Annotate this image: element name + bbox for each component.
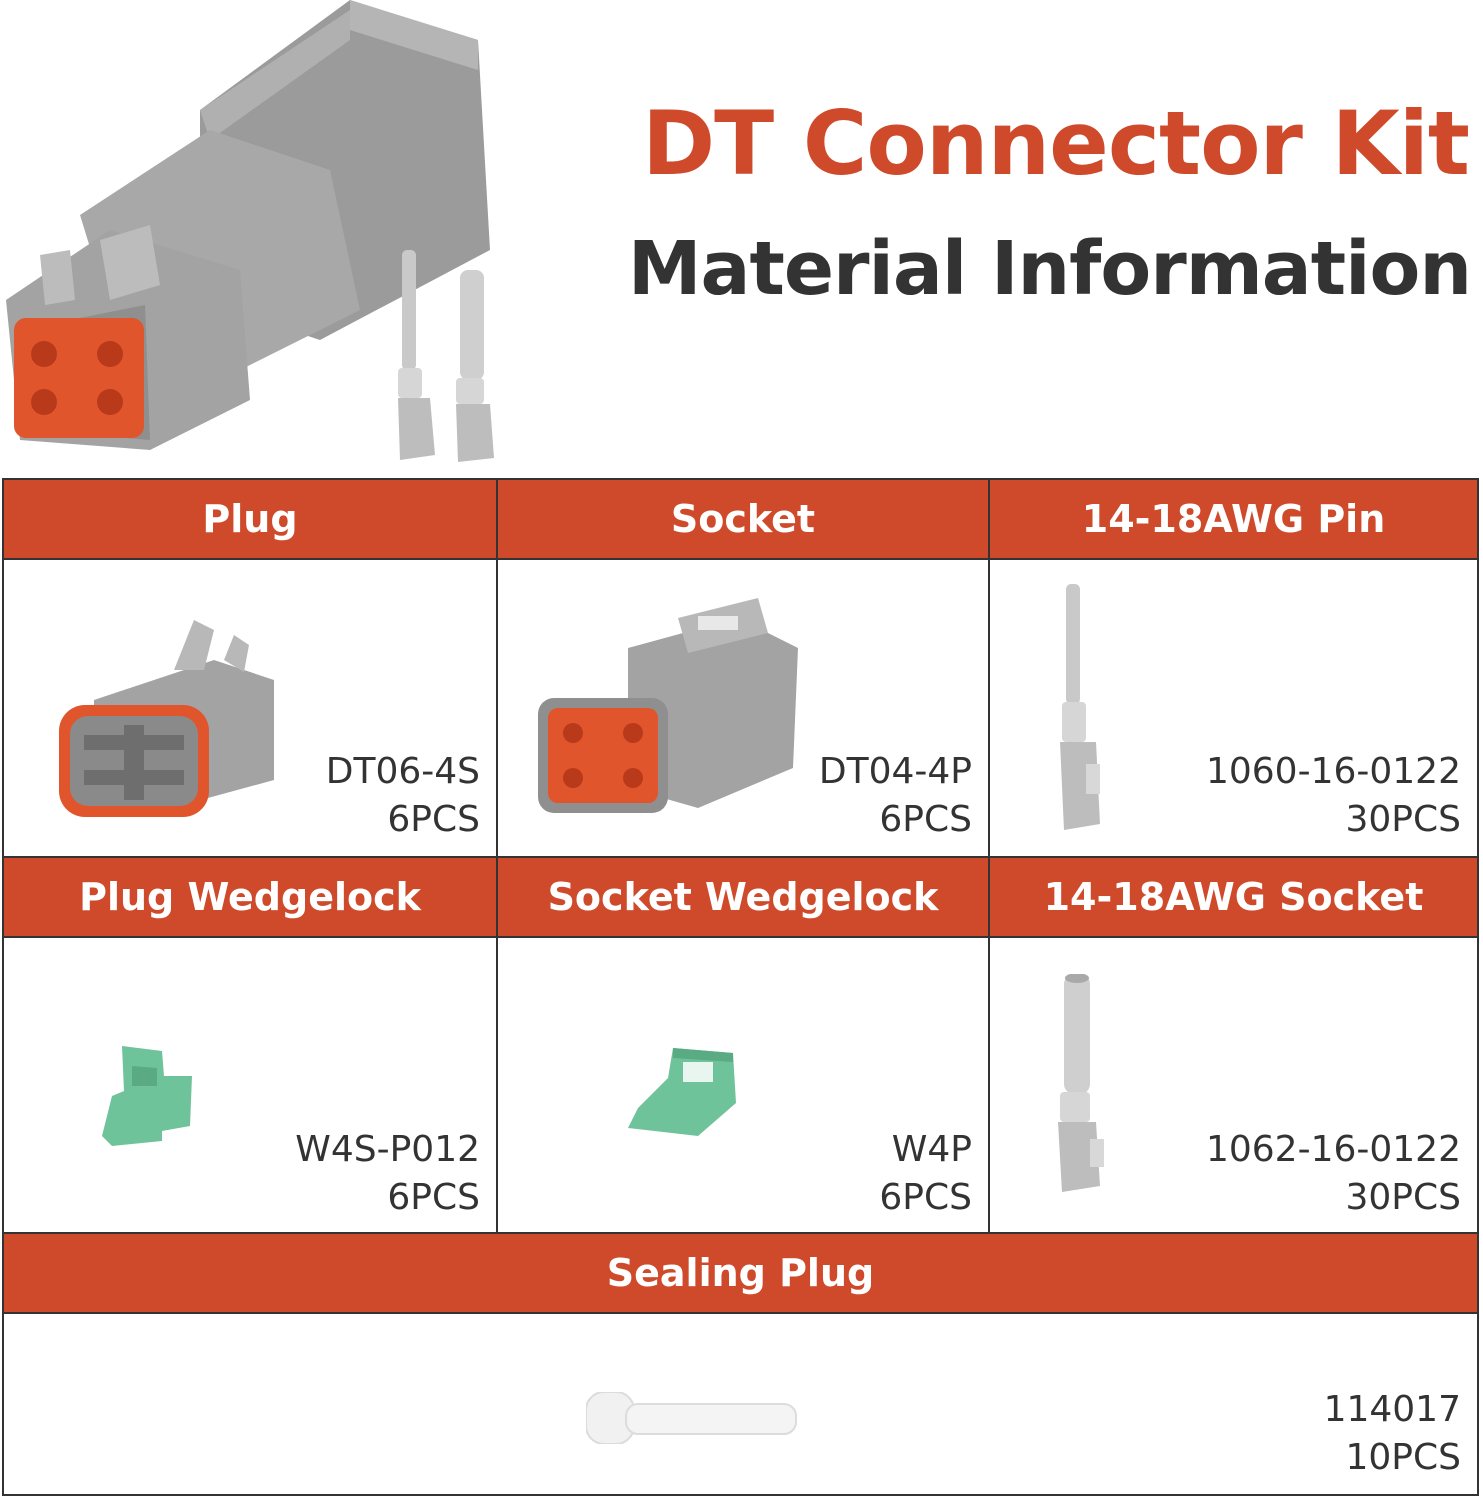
item-part-number: 1060-16-0122 (1205, 751, 1461, 792)
item-title: Plug Wedgelock (4, 858, 496, 936)
item-title: Socket Wedgelock (498, 858, 988, 936)
socket-terminal-icon (1058, 974, 1104, 1192)
table-row: Sealing Plug 114017 10PCS (4, 1232, 1477, 1496)
item-cell-socket-wedgelock: Socket Wedgelock W4P 6PCS (496, 858, 988, 1236)
item-cell-plug-wedgelock: Plug Wedgelock W4S-P012 6PCS (4, 858, 496, 1236)
pin-terminal-icon (398, 250, 435, 460)
item-title: 14-18AWG Socket (990, 858, 1477, 936)
item-title: 14-18AWG Pin (990, 480, 1477, 558)
item-quantity: 10PCS (1345, 1437, 1461, 1478)
item-quantity: 6PCS (387, 1177, 480, 1218)
socket-terminal-icon (456, 270, 494, 462)
connector-assembly-image (6, 0, 494, 462)
item-cell-pin: 14-18AWG Pin 1060-16-0122 30PCS (988, 480, 1477, 858)
item-part-number: 1062-16-0122 (1205, 1129, 1461, 1170)
item-quantity: 6PCS (879, 799, 972, 840)
socket-wedgelock-icon (628, 1048, 736, 1136)
socket-connector-icon (538, 598, 798, 813)
plug-connector-icon (59, 620, 274, 817)
item-quantity: 30PCS (1345, 799, 1461, 840)
item-cell-socket-terminal: 14-18AWG Socket 1062-16-0122 30PCS (988, 858, 1477, 1236)
item-part-number: DT04-4P (818, 751, 972, 792)
pin-terminal-icon (1060, 584, 1100, 830)
item-quantity: 30PCS (1345, 1177, 1461, 1218)
item-title: Socket (498, 480, 988, 558)
item-cell-sealing-plug: Sealing Plug 114017 10PCS (4, 1234, 1477, 1496)
sealing-plug-icon (586, 1392, 797, 1444)
table-row: Plug DT06-4S 6PCS Socket (4, 480, 1477, 858)
page-subtitle: Material Information (627, 226, 1472, 312)
item-part-number: W4P (891, 1129, 972, 1170)
item-part-number: W4S-P012 (295, 1129, 480, 1170)
item-quantity: 6PCS (387, 799, 480, 840)
item-cell-plug: Plug DT06-4S 6PCS (4, 480, 496, 858)
page-title: DT Connector Kit (642, 92, 1470, 195)
table-row: Plug Wedgelock W4S-P012 6PCS Socket Wedg… (4, 856, 1477, 1236)
item-cell-socket: Socket DT04-4P 6PCS (496, 480, 988, 858)
parts-table: Plug DT06-4S 6PCS Socket (2, 478, 1479, 1496)
hero-section: DT Connector Kit Material Information (0, 0, 1483, 478)
assembled-connector-icon (6, 0, 490, 450)
item-title: Sealing Plug (4, 1234, 1477, 1312)
item-quantity: 6PCS (879, 1177, 972, 1218)
item-part-number: 114017 (1323, 1389, 1461, 1430)
plug-wedgelock-icon (102, 1046, 192, 1146)
item-part-number: DT06-4S (325, 751, 480, 792)
item-title: Plug (4, 480, 496, 558)
